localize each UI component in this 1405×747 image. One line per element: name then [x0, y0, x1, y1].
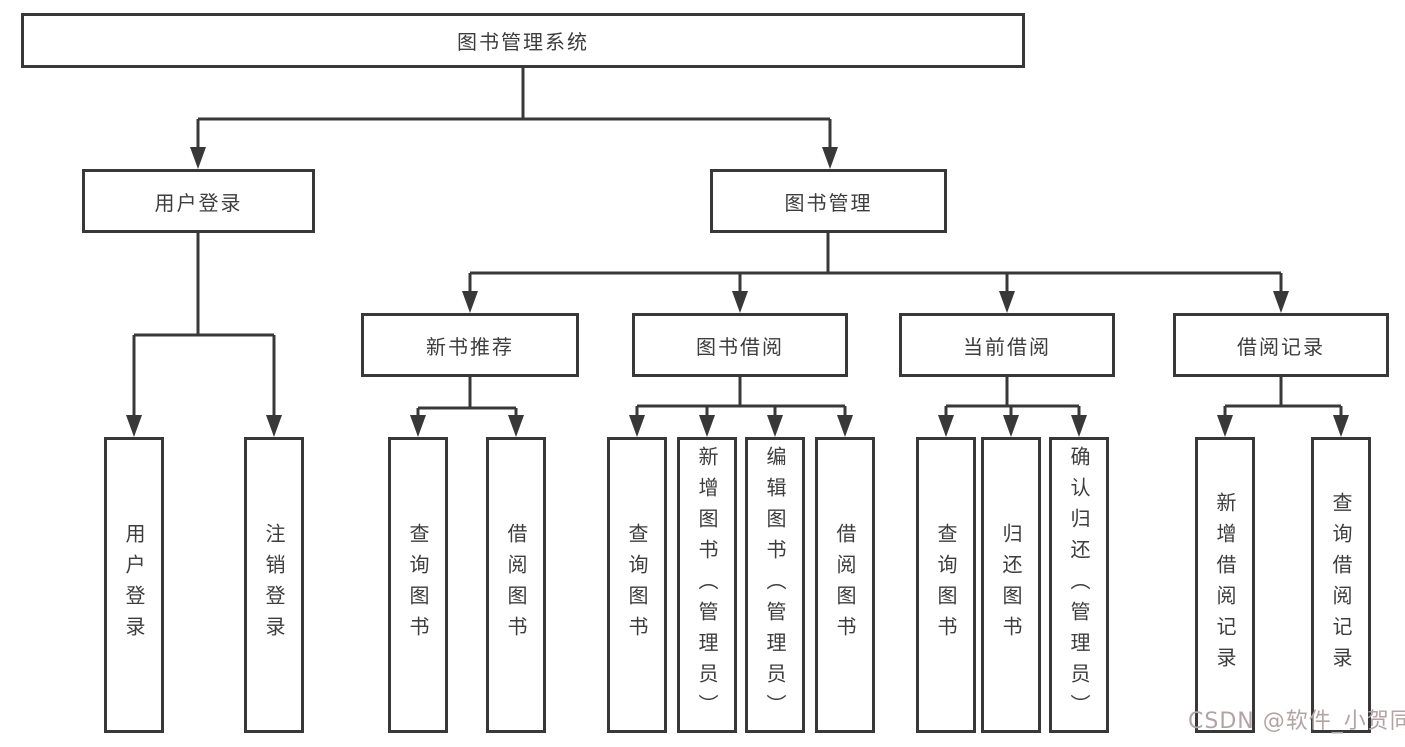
leaf-query-books-recommend: 查询图书: [388, 437, 448, 733]
arrow-down-icon: [190, 147, 206, 169]
node-current-borrowing-label: 当前借阅: [963, 334, 1051, 359]
edge-borrowing-records-children: [1223, 377, 1343, 416]
arrow-down-icon: [822, 147, 838, 169]
edge-book-management-children: [468, 233, 1283, 292]
arrowheads: [126, 147, 1349, 437]
node-root-label: 图书管理系统: [457, 30, 589, 54]
leaf-query-borrow-record: 查询借阅记录: [1311, 437, 1371, 733]
node-root: 图书管理系统: [21, 13, 1025, 68]
leaf-query-books-recommend-label: 查询图书: [406, 523, 430, 647]
edge-book-borrowing-children: [635, 377, 847, 416]
arrow-down-icon: [266, 415, 282, 437]
leaf-query-books-current-label: 查询图书: [934, 523, 958, 647]
leaf-add-books-admin: 新增图书（管理员）: [677, 437, 737, 733]
edge-current-borrowing-children: [944, 377, 1081, 416]
arrow-down-icon: [126, 415, 142, 437]
leaf-return-books-label: 归还图书: [999, 523, 1023, 647]
leaf-logout-label: 注销登录: [262, 523, 286, 647]
leaf-logout: 注销登录: [244, 437, 304, 733]
arrow-down-icon: [462, 291, 478, 313]
leaf-user-login-label: 用户登录: [122, 523, 146, 647]
arrow-down-icon: [629, 415, 645, 437]
leaf-borrow-books-recommend: 借阅图书: [486, 437, 546, 733]
node-new-book-recommend-label: 新书推荐: [426, 334, 514, 359]
node-borrowing-records-label: 借阅记录: [1237, 334, 1325, 359]
node-book-management: 图书管理: [710, 169, 947, 233]
node-new-book-recommend: 新书推荐: [361, 313, 579, 377]
leaf-add-borrow-record: 新增借阅记录: [1195, 437, 1255, 733]
arrow-down-icon: [837, 415, 853, 437]
node-book-management-label: 图书管理: [784, 190, 873, 215]
leaf-borrow-books-recommend-label: 借阅图书: [504, 523, 528, 647]
leaf-query-books-current: 查询图书: [916, 437, 976, 733]
leaf-return-books: 归还图书: [981, 437, 1041, 733]
leaf-query-borrow-record-label: 查询借阅记录: [1329, 492, 1353, 678]
edge-user-login-children: [132, 233, 276, 416]
arrow-down-icon: [1003, 415, 1019, 437]
leaf-borrow-books-borrowing: 借阅图书: [815, 437, 875, 733]
leaf-edit-books-admin-label: 编辑图书（管理员）: [763, 445, 787, 725]
arrow-down-icon: [732, 291, 748, 313]
arrow-down-icon: [1071, 415, 1087, 437]
node-user-login: 用户登录: [82, 169, 315, 233]
node-user-login-label: 用户登录: [154, 190, 243, 215]
node-current-borrowing: 当前借阅: [899, 313, 1115, 377]
arrow-down-icon: [938, 415, 954, 437]
leaf-query-books-borrowing: 查询图书: [607, 437, 667, 733]
arrow-down-icon: [767, 415, 783, 437]
leaf-confirm-return-admin-label: 确认归还（管理员）: [1067, 445, 1091, 725]
watermark: CSDN @软件_小贺同学: [1188, 709, 1405, 734]
leaf-edit-books-admin: 编辑图书（管理员）: [745, 437, 805, 733]
node-borrowing-records: 借阅记录: [1173, 313, 1389, 377]
arrow-down-icon: [1333, 415, 1349, 437]
node-book-borrowing: 图书借阅: [632, 313, 848, 377]
node-book-borrowing-label: 图书借阅: [696, 334, 784, 359]
leaf-query-books-borrowing-label: 查询图书: [625, 523, 649, 647]
leaf-borrow-books-borrowing-label: 借阅图书: [833, 523, 857, 647]
arrow-down-icon: [699, 415, 715, 437]
arrow-down-icon: [999, 291, 1015, 313]
arrow-down-icon: [410, 415, 426, 437]
arrow-down-icon: [508, 415, 524, 437]
tree-edges: [132, 68, 1343, 416]
leaf-add-borrow-record-label: 新增借阅记录: [1213, 492, 1237, 678]
leaf-confirm-return-admin: 确认归还（管理员）: [1049, 437, 1109, 733]
edge-root-to-level2: [196, 68, 832, 148]
arrow-down-icon: [1217, 415, 1233, 437]
arrow-down-icon: [1273, 291, 1289, 313]
leaf-add-books-admin-label: 新增图书（管理员）: [695, 445, 719, 725]
edge-new-book-children: [416, 377, 518, 416]
leaf-user-login: 用户登录: [104, 437, 164, 733]
